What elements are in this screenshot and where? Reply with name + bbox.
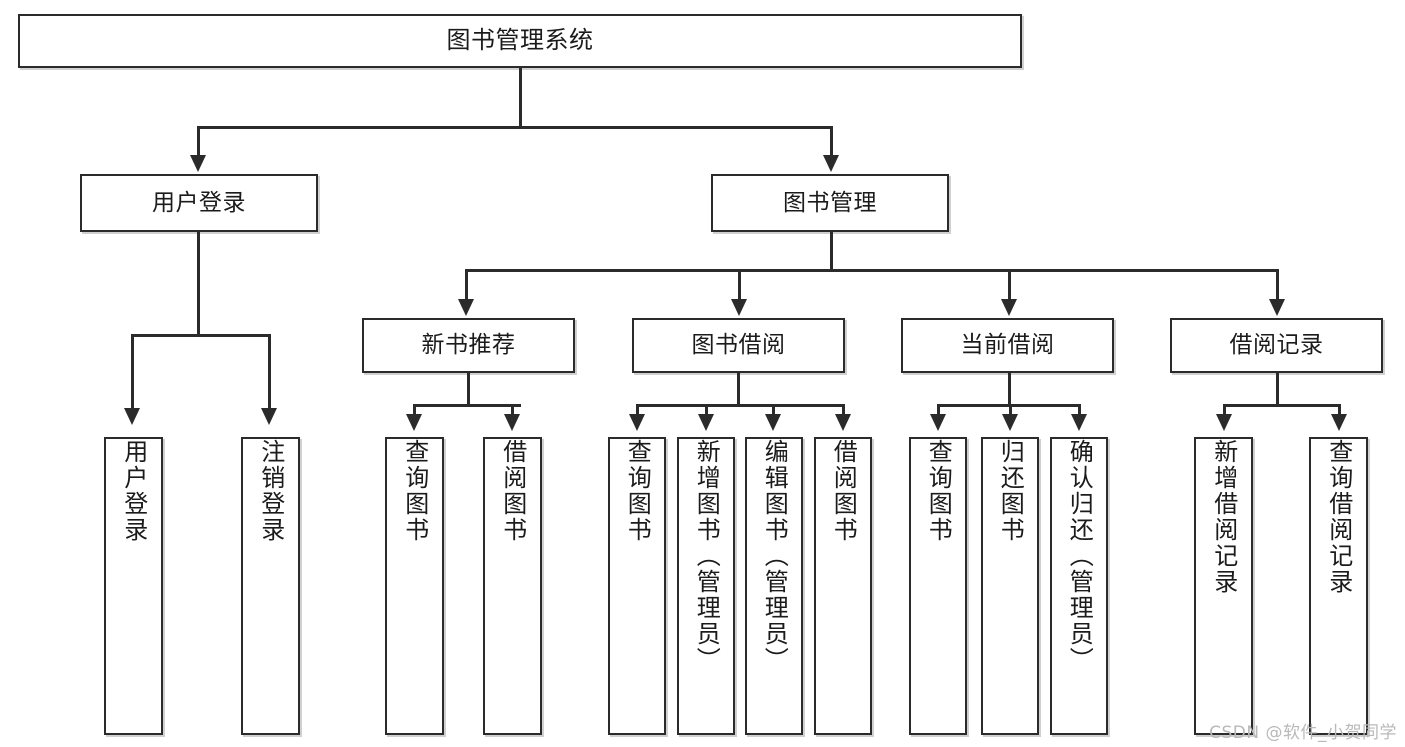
connector-book-borrow-bus — [636, 404, 844, 407]
node-leaf-user-login[interactable]: 用户登录 — [104, 437, 163, 735]
arrow-new-book-rec-to-leaf-1 — [406, 414, 422, 431]
connector-new-book-rec-bus — [413, 404, 521, 407]
node-label: 新增图书（管理员） — [692, 439, 721, 673]
node-current-borrowing[interactable]: 当前借阅 — [901, 318, 1114, 373]
node-label: 查询借阅记录 — [1324, 439, 1353, 595]
node-root-book-management-system[interactable]: 图书管理系统 — [18, 14, 1022, 68]
connector-root-stem — [519, 68, 522, 128]
connector-borrow-record-to-leaf-2 — [1338, 404, 1341, 416]
arrow-current-borrow-to-leaf-3 — [1071, 414, 1087, 431]
connector-book-borrow-stem — [737, 373, 740, 407]
arrow-borrow-record-to-leaf-2 — [1331, 414, 1347, 431]
node-leaf-confirm-return-admin[interactable]: 确认归还（管理员） — [1050, 437, 1108, 735]
node-leaf-query-borrow-record[interactable]: 查询借阅记录 — [1309, 437, 1368, 735]
node-label: 归还图书 — [996, 439, 1025, 543]
connector-user-login-bus — [131, 334, 269, 337]
connector-book-manage-bus — [465, 269, 1278, 272]
connector-new-book-rec-stem — [467, 373, 470, 407]
connector-book-borrow-to-leaf-3 — [772, 404, 775, 416]
node-leaf-user-logout[interactable]: 注销登录 — [241, 437, 300, 735]
arrow-book-manage-to-book-borrow — [731, 299, 747, 316]
arrow-book-borrow-to-leaf-2 — [698, 414, 714, 431]
arrow-new-book-rec-to-leaf-2 — [504, 414, 520, 431]
node-new-book-recommendation[interactable]: 新书推荐 — [362, 318, 575, 373]
connector-root-to-book-manage — [830, 126, 833, 158]
node-label: 查询图书 — [623, 439, 652, 543]
node-label: 用户登录 — [152, 189, 246, 216]
node-leaf-add-borrow-record[interactable]: 新增借阅记录 — [1194, 437, 1253, 735]
arrow-book-manage-to-current-borrow — [1001, 299, 1017, 316]
connector-root-to-user-login — [197, 126, 200, 158]
connector-user-login-to-leaf-2 — [268, 334, 271, 410]
connector-book-manage-to-borrow-record — [1276, 269, 1279, 301]
node-label: 新增借阅记录 — [1209, 439, 1238, 595]
node-leaf-return-book[interactable]: 归还图书 — [981, 437, 1039, 735]
connector-user-login-stem — [197, 232, 200, 336]
connector-current-borrow-stem — [1008, 373, 1011, 407]
connector-new-book-rec-to-leaf-1 — [413, 404, 416, 416]
connector-borrow-record-stem — [1276, 373, 1279, 407]
connector-current-borrow-to-leaf-2 — [1009, 404, 1012, 416]
node-label: 查询图书 — [400, 439, 429, 543]
arrow-root-to-user-login — [190, 155, 206, 172]
arrow-book-borrow-to-leaf-4 — [835, 414, 851, 431]
connector-current-borrow-to-leaf-1 — [937, 404, 940, 416]
node-user-login[interactable]: 用户登录 — [80, 174, 318, 232]
node-leaf-edit-book-admin[interactable]: 编辑图书（管理员） — [745, 437, 803, 735]
node-label: 用户登录 — [119, 439, 148, 543]
node-leaf-query-book-borrow[interactable]: 查询图书 — [608, 437, 666, 735]
connector-book-borrow-to-leaf-1 — [636, 404, 639, 416]
node-label: 图书管理系统 — [446, 26, 594, 55]
arrow-root-to-book-manage — [823, 155, 839, 172]
connector-book-borrow-to-leaf-4 — [842, 404, 845, 416]
node-label: 借阅图书 — [498, 439, 527, 543]
node-book-borrowing[interactable]: 图书借阅 — [632, 318, 845, 373]
node-label: 编辑图书（管理员） — [760, 439, 789, 673]
node-leaf-add-book-admin[interactable]: 新增图书（管理员） — [677, 437, 735, 735]
node-label: 查询图书 — [924, 439, 953, 543]
connector-book-borrow-to-leaf-2 — [705, 404, 708, 416]
node-label: 借阅图书 — [829, 439, 858, 543]
node-leaf-query-book-new-rec[interactable]: 查询图书 — [385, 437, 444, 735]
connector-borrow-record-bus — [1223, 404, 1340, 407]
node-leaf-query-book-current[interactable]: 查询图书 — [909, 437, 967, 735]
arrow-borrow-record-to-leaf-1 — [1216, 414, 1232, 431]
connector-book-manage-to-current-borrow — [1008, 269, 1011, 301]
node-leaf-borrow-book-borrow[interactable]: 借阅图书 — [814, 437, 872, 735]
arrow-book-manage-to-new-book-rec — [458, 299, 474, 316]
node-label: 图书管理 — [783, 189, 877, 216]
node-borrowing-record[interactable]: 借阅记录 — [1170, 318, 1383, 373]
arrow-book-borrow-to-leaf-3 — [765, 414, 781, 431]
node-label: 确认归还（管理员） — [1065, 439, 1094, 673]
arrow-user-login-to-leaf-2 — [261, 408, 277, 425]
node-label: 图书借阅 — [691, 332, 786, 359]
arrow-book-manage-to-borrow-record — [1269, 299, 1285, 316]
connector-current-borrow-bus — [937, 404, 1080, 407]
connector-new-book-rec-to-leaf-2 — [511, 404, 514, 416]
connector-borrow-record-to-leaf-1 — [1223, 404, 1226, 416]
connector-current-borrow-to-leaf-3 — [1078, 404, 1081, 416]
node-book-management[interactable]: 图书管理 — [711, 174, 949, 232]
arrow-current-borrow-to-leaf-2 — [1002, 414, 1018, 431]
node-label: 注销登录 — [256, 439, 285, 543]
arrow-book-borrow-to-leaf-1 — [629, 414, 645, 431]
connector-book-manage-to-new-book-rec — [465, 269, 468, 301]
node-label: 新书推荐 — [421, 332, 516, 359]
connector-book-manage-to-book-borrow — [738, 269, 741, 301]
arrow-current-borrow-to-leaf-1 — [930, 414, 946, 431]
connector-root-bus — [197, 126, 833, 129]
connector-book-manage-stem — [830, 232, 833, 272]
node-label: 借阅记录 — [1229, 332, 1324, 359]
connector-user-login-to-leaf-1 — [131, 334, 134, 410]
node-label: 当前借阅 — [960, 332, 1055, 359]
arrow-user-login-to-leaf-1 — [124, 408, 140, 425]
node-leaf-borrow-book-new-rec[interactable]: 借阅图书 — [483, 437, 542, 735]
